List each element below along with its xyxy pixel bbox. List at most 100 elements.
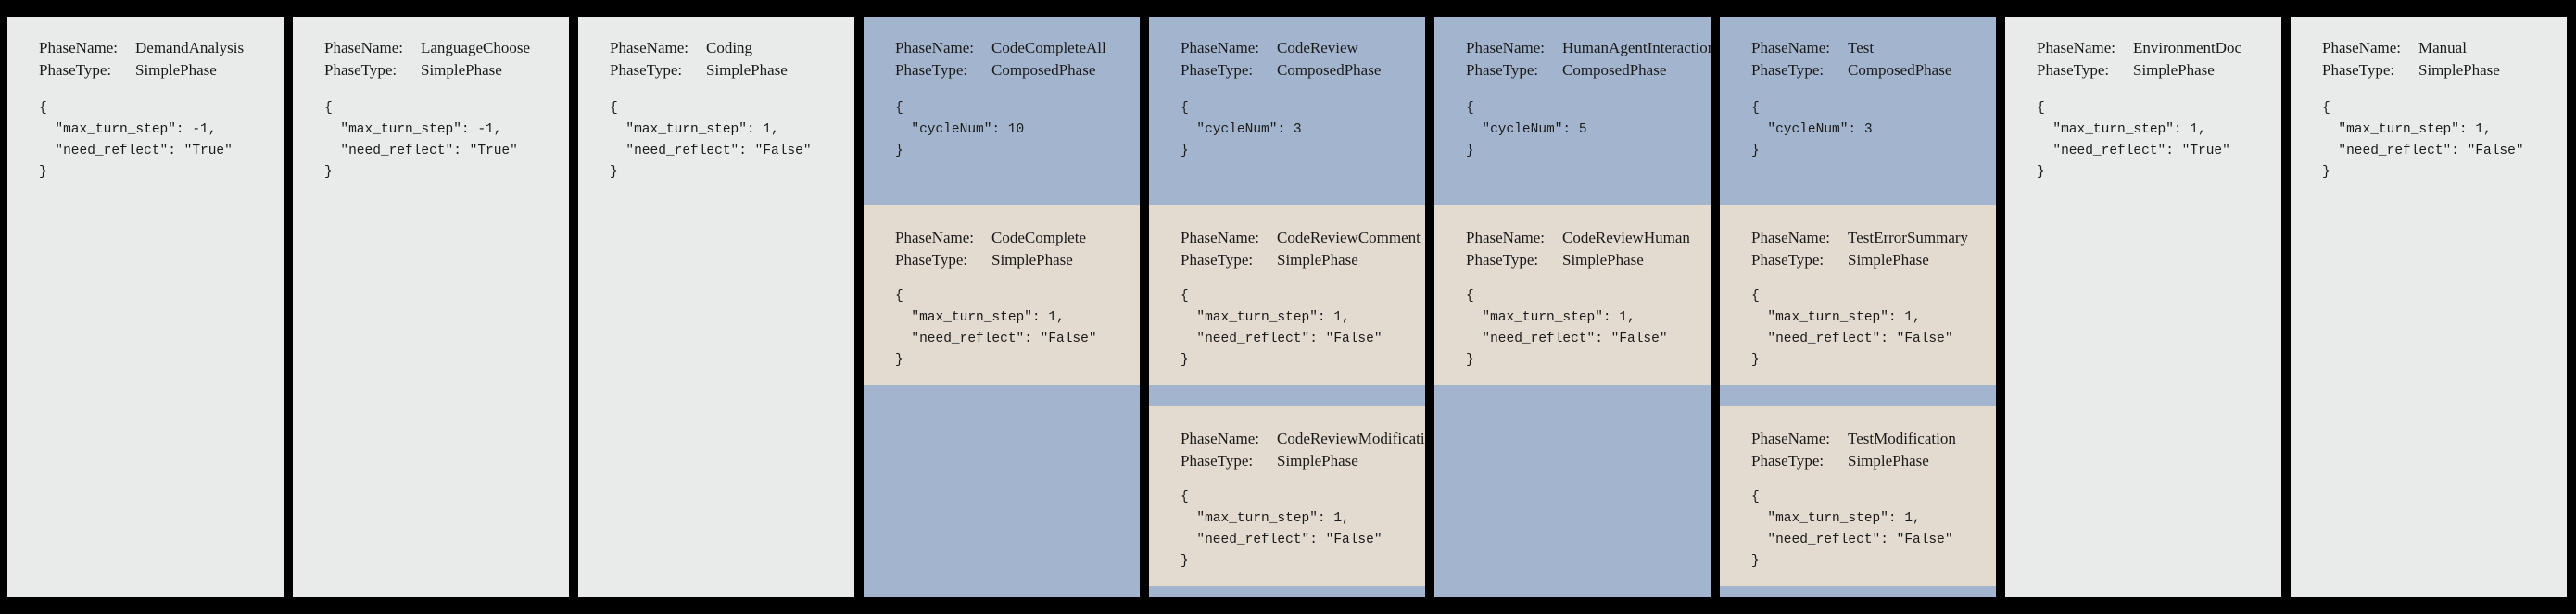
phase-name-value: HumanAgentInteraction xyxy=(1562,39,1711,56)
phase-name-value: Test xyxy=(1848,39,1875,56)
meta-row: PhaseName:Coding xyxy=(610,37,854,59)
panel-gutter xyxy=(1711,17,1720,597)
phase-type-value: SimplePhase xyxy=(421,61,502,80)
phase-type-value: ComposedPhase xyxy=(1277,61,1382,80)
meta-row: PhaseName:CodeComplete xyxy=(895,227,1140,249)
meta-row: PhaseType: ComposedPhase xyxy=(895,59,1140,81)
phase-name-key: PhaseName: xyxy=(1181,430,1259,447)
panel-spacer xyxy=(578,183,854,597)
panel-spacer xyxy=(2291,183,2567,597)
meta-row: PhaseName: CodeReviewModification xyxy=(1181,428,1425,450)
phase-type-value: SimplePhase xyxy=(1848,452,1929,470)
phase-name-value: CodeReview xyxy=(1277,39,1358,56)
phase-name-key: PhaseName: xyxy=(2037,39,2115,56)
phase-config-json: { "max_turn_step": 1, "need_reflect": "F… xyxy=(610,101,812,180)
phase-type-value: SimplePhase xyxy=(706,61,788,80)
meta-row: PhaseType: SimplePhase xyxy=(1751,450,1996,472)
phase-config-json: { "max_turn_step": 1, "need_reflect": "F… xyxy=(895,289,1097,368)
phase-name-value: DemandAnalysis xyxy=(135,39,245,56)
panel-gutter xyxy=(2281,17,2291,597)
meta-row: PhaseType:SimplePhase xyxy=(2037,59,2281,81)
phase-type-value: SimplePhase xyxy=(1277,251,1358,269)
meta-row: PhaseType:SimplePhase xyxy=(1466,249,1711,271)
meta-row: PhaseName:LanguageChoose xyxy=(324,37,569,59)
meta-row: PhaseType:SimplePhase xyxy=(324,59,569,81)
phase-type-key: PhaseType: xyxy=(1466,61,1539,80)
meta-row: PhaseName:Test xyxy=(1751,37,1996,59)
phase-name-value: TestErrorSummary xyxy=(1848,229,1969,246)
phase-type-key: PhaseType: xyxy=(1181,452,1254,470)
phase-type-key: PhaseType: xyxy=(610,61,683,80)
phase-type-value: ComposedPhase xyxy=(1848,61,1952,80)
meta-row: PhaseType:ComposedPhase xyxy=(1466,59,1711,81)
meta-row: PhaseType: SimplePhase xyxy=(39,59,284,81)
phase-type-key: PhaseType: xyxy=(895,61,968,80)
meta-row: PhaseType:SimplePhase xyxy=(2322,59,2567,81)
meta-row: PhaseType:SimplePhase xyxy=(1181,249,1425,271)
phase-config-json: { "cycleNum": 10 } xyxy=(895,101,1025,159)
phase-type-key: PhaseType: xyxy=(1181,61,1254,80)
meta-row: PhaseName:CodeCompleteAll xyxy=(895,37,1140,59)
phase-config-json: { "max_turn_step": 1, "need_reflect": "F… xyxy=(1466,289,1668,368)
meta-row: PhaseName:EnvironmentDoc xyxy=(2037,37,2281,59)
phase-type-key: PhaseType: xyxy=(39,61,112,80)
phase-name-key: PhaseName: xyxy=(1181,229,1259,246)
phase-type-value: SimplePhase xyxy=(1277,452,1358,470)
phase-type-value: SimplePhase xyxy=(2133,61,2215,80)
phase-type-key: PhaseType: xyxy=(1751,251,1825,269)
phase-type-key: PhaseType: xyxy=(1751,452,1825,470)
phase-type-value: ComposedPhase xyxy=(991,61,1096,80)
phase-type-value: SimplePhase xyxy=(135,61,217,80)
phase-config-json: { "cycleNum": 5 } xyxy=(1466,101,1587,159)
phase-type-key: PhaseType: xyxy=(2322,61,2395,80)
panel-gutter xyxy=(284,17,293,597)
meta-row: PhaseName: DemandAnalysis xyxy=(39,37,284,59)
meta-row: PhaseName:HumanAgentInteraction xyxy=(1466,37,1711,59)
phase-name-key: PhaseName: xyxy=(2322,39,2401,56)
meta-row: PhaseType:SimplePhase xyxy=(895,249,1140,271)
phase-config-json: { "max_turn_step": 1, "need_reflect": "F… xyxy=(1181,490,1383,569)
phase-name-value: CodeReviewModification xyxy=(1277,430,1425,447)
phase-name-value: Manual xyxy=(2418,39,2467,56)
phase-name-key: PhaseName: xyxy=(39,39,118,56)
panel-gutter xyxy=(854,17,864,597)
phase-type-key: PhaseType: xyxy=(1751,61,1825,80)
panel-gutter xyxy=(1140,17,1149,597)
phase-config-json: { "max_turn_step": 1, "need_reflect": "F… xyxy=(1751,490,1953,569)
phase-name-key: PhaseName: xyxy=(1751,430,1830,447)
meta-row: PhaseName:CodeReviewComment xyxy=(1181,227,1425,249)
meta-row: PhaseType: ComposedPhase xyxy=(1751,59,1996,81)
meta-row: PhaseName:TestErrorSummary xyxy=(1751,227,1996,249)
